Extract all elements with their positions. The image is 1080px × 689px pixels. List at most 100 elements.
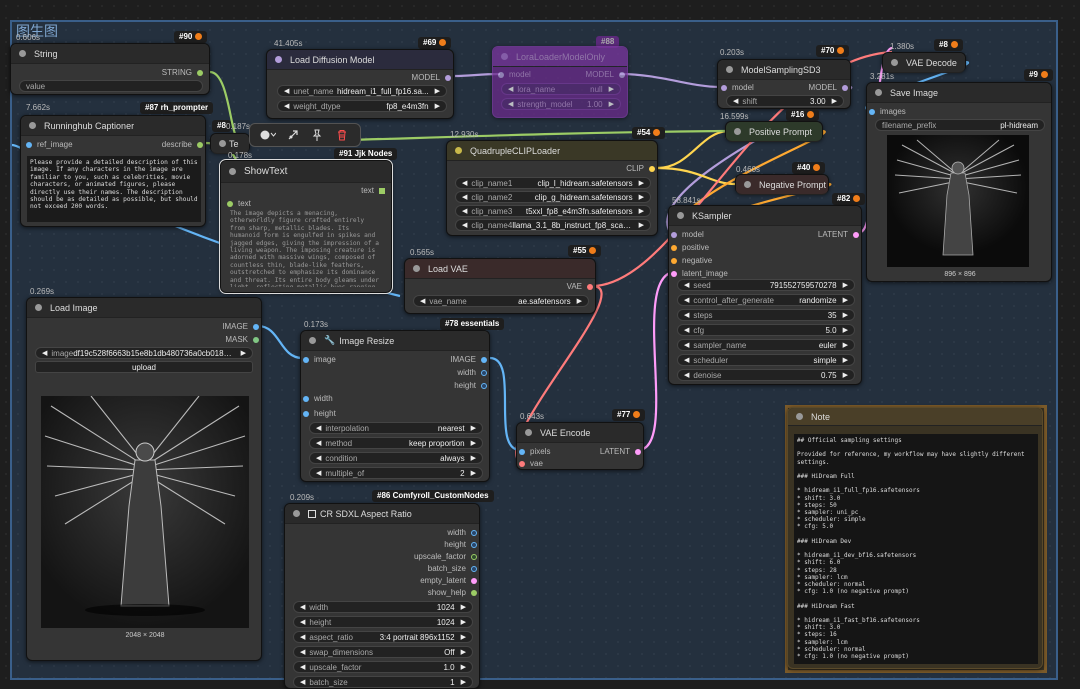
collapse-dot-icon[interactable]	[35, 304, 42, 311]
node-cr-sdxl-aspect-ratio[interactable]: CR SDXL Aspect Ratio width height upscal…	[284, 503, 480, 689]
input-slot-height[interactable]	[303, 410, 309, 417]
output-slot-vae[interactable]	[587, 283, 593, 290]
input-slot-text[interactable]	[227, 200, 233, 207]
collapse-dot-icon[interactable]	[677, 212, 684, 219]
input-slot-ref-image[interactable]	[26, 141, 32, 148]
pin-icon[interactable]	[309, 127, 325, 143]
checkbox-icon[interactable]	[308, 509, 316, 518]
output-slot-empty-latent[interactable]	[471, 577, 477, 584]
output-slot-mask[interactable]	[253, 336, 259, 343]
output-slot-width[interactable]	[471, 529, 477, 536]
output-slot-model[interactable]	[619, 71, 625, 78]
output-slot-height[interactable]	[471, 541, 477, 548]
collapse-dot-icon[interactable]	[796, 413, 803, 420]
input-slot-positive[interactable]	[671, 244, 677, 251]
node-negative-prompt[interactable]: Negative Prompt	[735, 174, 829, 195]
input-slot-width[interactable]	[303, 395, 309, 402]
prompt-textarea[interactable]: Please provide a detailed description of…	[27, 156, 201, 222]
collapse-dot-icon[interactable]	[891, 59, 898, 66]
node-note[interactable]: Note ## Official sampling settings Provi…	[787, 407, 1043, 669]
output-slot-upscale-factor[interactable]	[471, 553, 477, 560]
node-image-resize[interactable]: 🔧Image Resize image IMAGE width height w…	[300, 330, 490, 482]
input-slot-model[interactable]	[498, 71, 504, 78]
input-slot-pixels[interactable]	[519, 448, 525, 455]
input-slot-latent-image[interactable]	[671, 270, 677, 277]
collapse-dot-icon[interactable]	[293, 510, 300, 517]
node-vae-encode[interactable]: VAE Encode pixels vae LATENT	[516, 422, 644, 470]
output-slot-clip[interactable]	[649, 165, 655, 172]
collapse-dot-icon[interactable]	[219, 140, 226, 147]
output-slot-model[interactable]	[842, 84, 848, 91]
node-text-partial[interactable]: Te	[210, 133, 250, 154]
output-slot-batch-size[interactable]	[471, 565, 477, 572]
delete-icon[interactable]	[334, 127, 350, 143]
node-lora-loader-bypassed[interactable]: LoraLoaderModelOnly model MODEL ◀lora_na…	[492, 46, 628, 118]
group-title[interactable]: 图生图	[16, 23, 58, 39]
output-list-icon[interactable]	[379, 187, 385, 194]
input-slot-model[interactable]	[721, 84, 727, 91]
node-string[interactable]: String STRING value	[10, 43, 210, 95]
output-slot-model[interactable]	[445, 74, 451, 81]
collapse-dot-icon[interactable]	[744, 181, 751, 188]
node-ksampler[interactable]: KSampler model positive negative latent_…	[668, 205, 862, 385]
node-positive-prompt[interactable]: Positive Prompt	[725, 121, 823, 142]
output-slot-height[interactable]	[481, 382, 487, 389]
output-slot-width[interactable]	[481, 369, 487, 376]
collapse-dot-icon[interactable]	[29, 122, 36, 129]
collapse-dot-icon[interactable]	[19, 50, 26, 57]
collapse-dot-icon[interactable]	[229, 168, 236, 175]
input-slot-images[interactable]	[869, 108, 875, 115]
collapse-dot-icon[interactable]	[413, 265, 420, 272]
input-slot-vae[interactable]	[519, 460, 525, 467]
collapse-dot-icon[interactable]	[455, 147, 462, 154]
output-slot-latent[interactable]	[853, 231, 859, 238]
collapse-dot-icon[interactable]	[309, 337, 316, 344]
output-slot-show-help[interactable]	[471, 589, 477, 596]
collapse-dot-icon[interactable]	[275, 56, 282, 63]
collapse-dot-icon[interactable]	[726, 66, 733, 73]
upload-button[interactable]: upload	[35, 361, 253, 373]
collapse-dot-icon[interactable]	[734, 128, 741, 135]
color-picker-icon[interactable]	[260, 127, 277, 143]
output-slot-string[interactable]	[197, 69, 203, 76]
input-slot-image[interactable]	[303, 356, 309, 363]
output-slot-describe[interactable]	[197, 141, 203, 148]
output-slot-latent[interactable]	[635, 448, 641, 455]
node-runninghub-captioner[interactable]: Runninghub Captioner ref_image describe …	[20, 115, 206, 227]
string-value-input[interactable]: value	[19, 80, 203, 92]
input-slot-model[interactable]	[671, 231, 677, 238]
node-vae-decode[interactable]: VAE Decode	[882, 52, 966, 73]
output-slot-image[interactable]	[253, 323, 259, 330]
